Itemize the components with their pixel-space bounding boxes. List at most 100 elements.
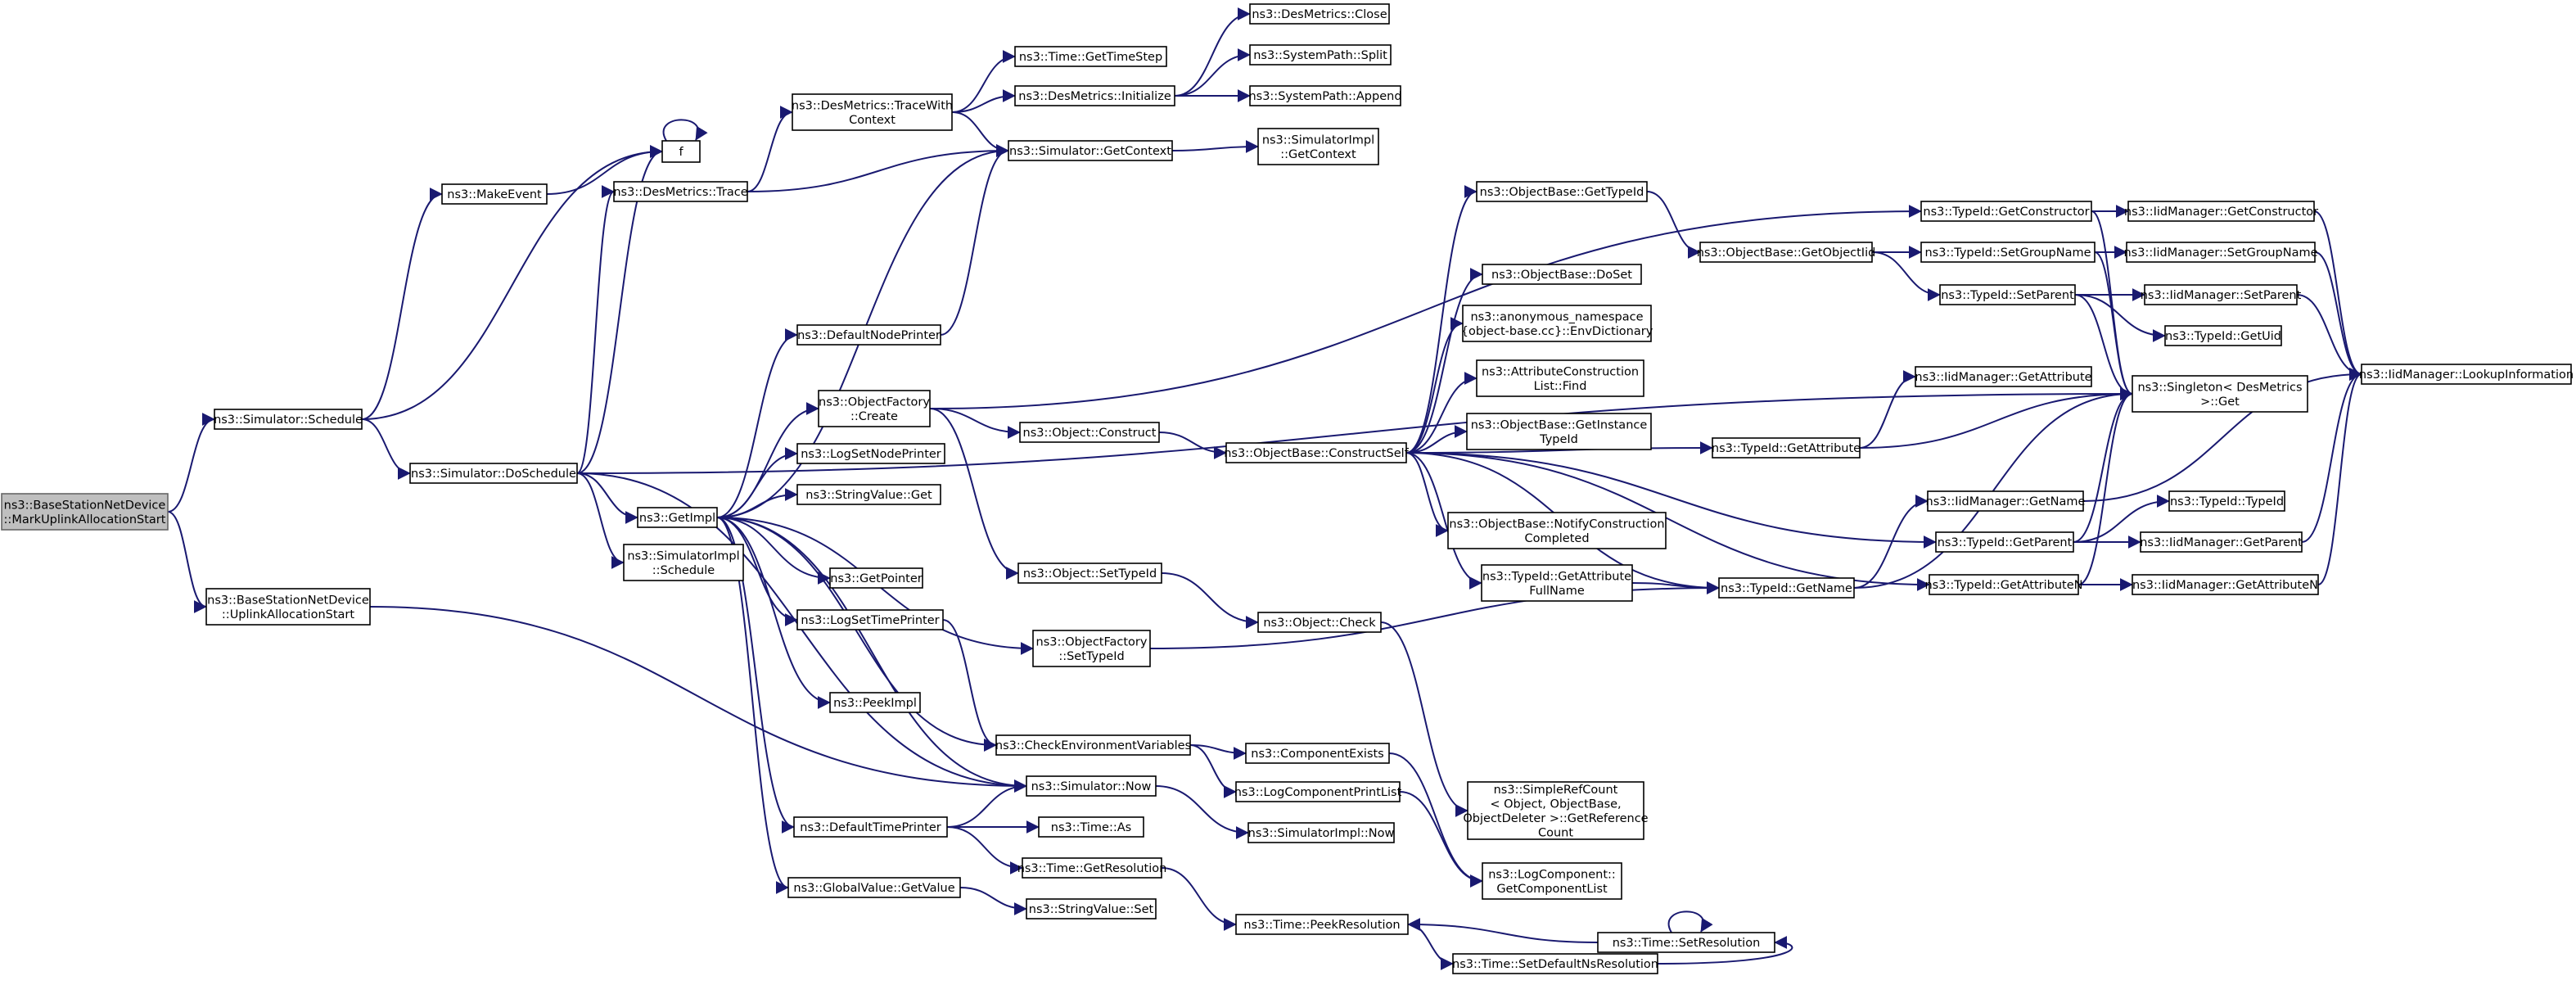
edge-getimpl-simnow <box>716 517 1027 793</box>
node-getresolution[interactable]: ns3::Time::GetResolution <box>1017 857 1167 879</box>
node-deftimeprinter[interactable]: ns3::DefaultTimePrinter <box>793 816 948 838</box>
node-box <box>1718 577 1855 599</box>
node-desinit[interactable]: ns3::DesMetrics::Initialize <box>1014 85 1175 106</box>
node-getimpl[interactable]: ns3::GetImpl <box>637 507 718 528</box>
node-objcheck[interactable]: ns3::Object::Check <box>1257 612 1382 633</box>
node-implnow[interactable]: ns3::SimulatorImpl::Now <box>1247 822 1395 843</box>
node-box <box>1597 932 1775 953</box>
node-tidtypeid[interactable]: ns3::TypeId::TypeId <box>2168 490 2285 512</box>
node-f[interactable]: f <box>661 140 701 163</box>
node-objconstruct[interactable]: ns3::Object::Construct <box>1019 422 1160 443</box>
node-desclose[interactable]: ns3::DesMetrics::Close <box>1249 3 1390 25</box>
node-objfactcreate[interactable]: ns3::ObjectFactory::Create <box>818 390 931 427</box>
node-label: ns3::BaseStationNetDevice <box>207 594 369 607</box>
node-box <box>1008 140 1173 161</box>
node-singleton[interactable]: ns3::Singleton< DesMetrics>::Get <box>2132 375 2308 413</box>
node-label: FullName <box>1529 585 1585 598</box>
node-iidgetname[interactable]: ns3::IidManager::GetName <box>1926 490 2086 512</box>
node-checkenv[interactable]: ns3::CheckEnvironmentVariables <box>995 734 1191 756</box>
node-logtimeprinter[interactable]: ns3::LogSetTimePrinter <box>796 609 944 630</box>
edge-getattrfull-tidgetname <box>1631 581 1720 594</box>
node-tidgetattrn[interactable]: ns3::TypeId::GetAttributeN <box>1924 574 2083 595</box>
node-box <box>2168 490 2285 512</box>
node-root[interactable]: ns3::BaseStationNetDevice::MarkUplinkAll… <box>1 493 169 531</box>
node-tidgetname[interactable]: ns3::TypeId::GetName <box>1718 577 1855 599</box>
node-uplink[interactable]: ns3::BaseStationNetDevice::UplinkAllocat… <box>205 588 371 626</box>
node-append[interactable]: ns3::SystemPath::Append <box>1248 85 1402 106</box>
node-tidgetctor[interactable]: ns3::TypeId::GetConstructor <box>1920 201 2092 222</box>
node-label: ns3::SimulatorImpl <box>1262 133 1374 147</box>
node-label: ns3::TypeId::GetAttribute <box>1712 442 1861 455</box>
node-factsettypeid[interactable]: ns3::ObjectFactory::SetTypeId <box>1032 630 1151 667</box>
edge-tidgetattr-iidgetattr <box>1859 370 1916 449</box>
node-getpointer[interactable]: ns3::GetPointer <box>829 567 923 589</box>
node-schedule[interactable]: ns3::Simulator::Schedule <box>214 409 363 430</box>
node-box <box>214 409 363 430</box>
node-compexists[interactable]: ns3::ComponentExists <box>1245 743 1390 764</box>
node-tidsetgroup[interactable]: ns3::TypeId::SetGroupName <box>1920 242 2096 263</box>
node-envdict[interactable]: ns3::anonymous_namespace{object-base.cc}… <box>1461 305 1653 342</box>
node-setres[interactable]: ns3::Time::SetResolution <box>1597 932 1775 953</box>
node-gvgetvalue[interactable]: ns3::GlobalValue::GetValue <box>787 877 961 898</box>
node-box <box>637 507 718 528</box>
edge-objsettypeid-objcheck <box>1161 572 1259 629</box>
node-timeas[interactable]: ns3::Time::As <box>1038 816 1144 838</box>
edge-constructself-tidgetattr <box>1405 441 1713 455</box>
node-box <box>2164 325 2282 346</box>
node-implgetctx[interactable]: ns3::SimulatorImpl::GetContext <box>1257 128 1379 165</box>
node-label: ns3::DesMetrics::Initialize <box>1018 90 1171 103</box>
node-doschedule[interactable]: ns3::Simulator::DoSchedule <box>409 463 578 484</box>
node-makeevent[interactable]: ns3::MakeEvent <box>441 183 548 205</box>
node-label: ns3::TypeId::GetConstructor <box>1923 206 2089 219</box>
node-notifycc[interactable]: ns3::ObjectBase::NotifyConstructionCompl… <box>1447 512 1667 549</box>
node-strvalget[interactable]: ns3::StringValue::Get <box>796 484 941 505</box>
node-iidgetparent[interactable]: ns3::IidManager::GetParent <box>2140 531 2303 553</box>
node-defnodeprinter[interactable]: ns3::DefaultNodePrinter <box>796 324 941 346</box>
node-box <box>623 544 744 581</box>
node-tidgetattr[interactable]: ns3::TypeId::GetAttribute <box>1712 437 1861 459</box>
node-box <box>2132 375 2308 413</box>
node-label: ns3::CheckEnvironmentVariables <box>995 739 1191 752</box>
node-iidsetparent[interactable]: ns3::IidManager::SetParent <box>2141 284 2302 305</box>
node-tidsetparent[interactable]: ns3::TypeId::SetParent <box>1939 284 2076 305</box>
node-lookupinfo[interactable]: ns3::IidManager::LookupInformation <box>2359 364 2574 385</box>
node-peekimpl[interactable]: ns3::PeekImpl <box>829 692 921 713</box>
node-lognodeprinter[interactable]: ns3::LogSetNodePrinter <box>796 443 945 464</box>
node-box <box>2140 531 2303 553</box>
node-tidgetparent[interactable]: ns3::TypeId::GetParent <box>1935 531 2074 553</box>
edge-constructself-attrfind <box>1405 372 1477 454</box>
node-simgetctx[interactable]: ns3::Simulator::GetContext <box>1008 140 1173 161</box>
node-label: ns3::TypeId::GetParent <box>1938 536 2073 549</box>
node-peekres[interactable]: ns3::Time::PeekResolution <box>1235 914 1409 935</box>
node-destrace[interactable]: ns3::DesMetrics::Trace <box>613 181 748 202</box>
node-label: ns3::DesMetrics::Close <box>1252 8 1387 21</box>
node-getobjectiid[interactable]: ns3::ObjectBase::GetObjectIid <box>1697 242 1876 263</box>
node-dosetob[interactable]: ns3::ObjectBase::DoSet <box>1482 264 1642 285</box>
node-objsettypeid[interactable]: ns3::Object::SetTypeId <box>1017 563 1162 584</box>
node-constructself[interactable]: ns3::ObjectBase::ConstructSelf <box>1224 442 1410 463</box>
node-logcompprint[interactable]: ns3::LogComponentPrintList <box>1234 781 1402 802</box>
node-iidgetctor[interactable]: ns3::IidManager::GetConstructor <box>2124 201 2318 222</box>
node-simplerefcount[interactable]: ns3::SimpleRefCount< Object, ObjectBase,… <box>1463 781 1649 840</box>
node-tidgetuid[interactable]: ns3::TypeId::GetUid <box>2164 325 2282 346</box>
node-split[interactable]: ns3::SystemPath::Split <box>1249 44 1392 66</box>
node-obgettypeid[interactable]: ns3::ObjectBase::GetTypeId <box>1476 181 1648 202</box>
node-iidgetattrn[interactable]: ns3::IidManager::GetAttributeN <box>2132 574 2319 595</box>
node-iidgetattr[interactable]: ns3::IidManager::GetAttribute <box>1915 366 2092 387</box>
node-label: ns3::TypeId::GetName <box>1721 582 1852 595</box>
node-label: {object-base.cc}::EnvDictionary <box>1461 325 1653 338</box>
edge-schedule-doschedule <box>361 418 411 480</box>
node-setdefns[interactable]: ns3::Time::SetDefaultNsResolution <box>1452 953 1658 974</box>
node-strvalset[interactable]: ns3::StringValue::Set <box>1026 898 1157 919</box>
node-label: ns3::IidManager::SetParent <box>2141 289 2302 302</box>
node-iidsetgroup[interactable]: ns3::IidManager::SetGroupName <box>2123 242 2318 263</box>
node-simimplsched[interactable]: ns3::SimulatorImpl::Schedule <box>623 544 744 581</box>
edge-objcheck-simplerefcount <box>1380 621 1468 817</box>
node-simnow[interactable]: ns3::Simulator::Now <box>1026 775 1157 797</box>
node-gettimestep[interactable]: ns3::Time::GetTimeStep <box>1014 46 1167 67</box>
node-getcomplist[interactable]: ns3::LogComponent::GetComponentList <box>1482 862 1622 900</box>
